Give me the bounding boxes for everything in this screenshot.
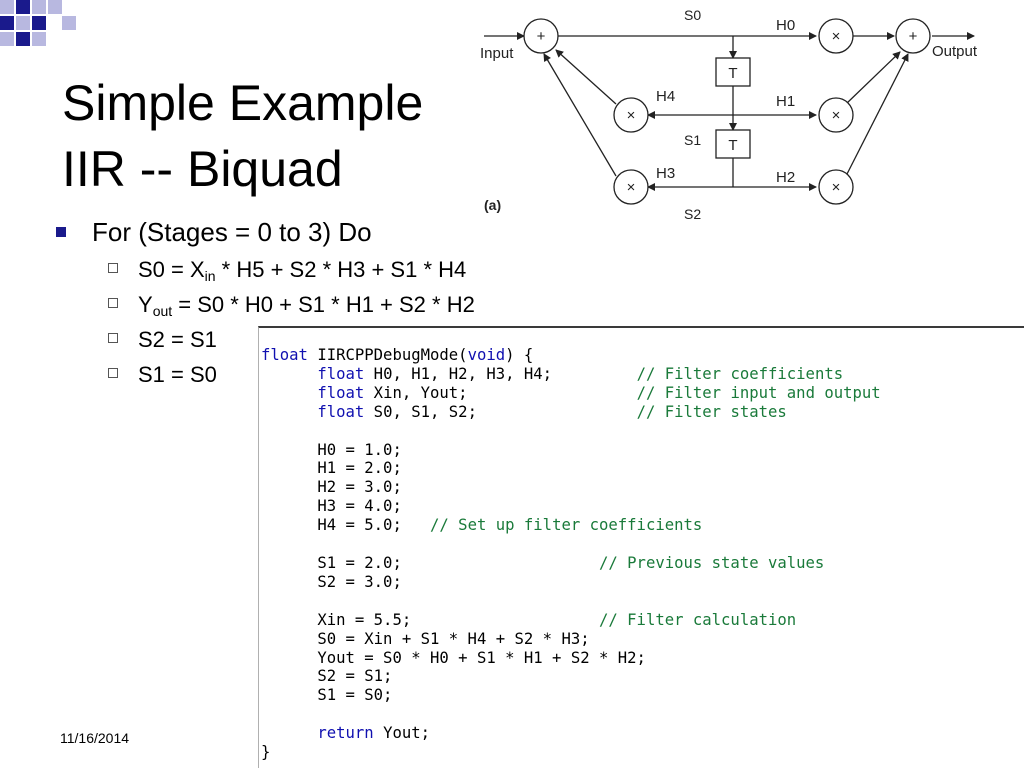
code-comment: // Filter coefficients xyxy=(636,364,844,383)
state-s1-label: S1 xyxy=(684,132,701,148)
coef-h0-label: H0 xyxy=(776,17,795,34)
adder-plus: + xyxy=(537,28,546,45)
delay-label: T xyxy=(728,137,737,154)
title-line-1: Simple Example xyxy=(62,75,424,131)
hollow-square-bullet-icon xyxy=(108,298,118,308)
bullet-list: For (Stages = 0 to 3) Do S0 = Xin * H5 +… xyxy=(56,214,475,392)
code-text: Xin, Yout; xyxy=(364,383,468,402)
multiply-sign: × xyxy=(627,179,636,196)
code-comment: // Set up filter coefficients xyxy=(430,516,703,535)
coef-h2-label: H2 xyxy=(776,169,795,186)
code-text: S1 = S0; xyxy=(317,686,393,705)
code-keyword: return xyxy=(317,724,374,743)
code-keyword: float xyxy=(261,346,308,364)
sub-bullet-text: Y xyxy=(138,292,153,317)
multiply-sign: × xyxy=(832,28,841,45)
code-text: S2 = S1; xyxy=(317,667,393,686)
adder-output-circle xyxy=(895,18,931,54)
sub-bullet: S0 = Xin * H5 + S2 * H3 + S1 * H4 xyxy=(56,252,475,287)
code-comment: // Filter calculation xyxy=(599,610,797,629)
title-line-2: IIR -- Biquad xyxy=(62,141,343,197)
sub-bullet: S2 = S1 xyxy=(56,322,475,357)
code-text: S0 = Xin + S1 * H4 + S2 * H3; xyxy=(317,629,590,648)
multiplier-h3 xyxy=(613,169,649,205)
code-keyword: void xyxy=(467,346,506,364)
multiply-sign: × xyxy=(832,179,841,196)
code-text: Yout; xyxy=(373,724,431,743)
slide-title: Simple Example IIR -- Biquad xyxy=(62,70,423,202)
sub-bullet: S1 = S0 xyxy=(56,357,475,392)
output-label: Output xyxy=(932,43,978,60)
code-text: Yout = S0 * H0 + S1 * H1 + S2 * H2; xyxy=(317,648,646,667)
biquad-block-diagram: + + × × × × × T T Input Output H0 H1 H2 … xyxy=(480,7,978,222)
state-s2-label: S2 xyxy=(684,206,701,222)
slide-logo-squares xyxy=(0,0,76,46)
code-text: } xyxy=(261,743,271,762)
hollow-square-bullet-icon xyxy=(108,263,118,273)
code-listing: float IIRCPPDebugMode(void) { float H0, … xyxy=(261,346,881,762)
code-text: H0 = 1.0; xyxy=(317,440,402,459)
multiply-sign: × xyxy=(627,107,636,124)
multiplier-h0 xyxy=(818,18,854,54)
coef-h1-label: H1 xyxy=(776,93,795,110)
multiply-sign: × xyxy=(832,107,841,124)
code-text: S2 = 3.0; xyxy=(317,572,402,591)
hollow-square-bullet-icon xyxy=(108,368,118,378)
adder-plus: + xyxy=(909,28,918,45)
diagram-caption: (a) xyxy=(484,197,501,213)
code-comment: // Filter states xyxy=(636,402,787,421)
code-comment: // Previous state values xyxy=(599,553,825,572)
code-comment: // Filter input and output xyxy=(636,383,881,402)
bullet-main: For (Stages = 0 to 3) Do xyxy=(56,214,475,250)
code-text: S0, S1, S2; xyxy=(364,402,477,421)
sub-bullet: Yout = S0 * H0 + S1 * H1 + S2 * H2 xyxy=(56,287,475,322)
sub-bullet-text: S1 = S0 xyxy=(138,362,217,387)
subscript: out xyxy=(152,303,173,319)
multiplier-h2 xyxy=(818,169,854,205)
adder-input-circle xyxy=(523,18,559,54)
sub-bullet-text: * H5 + S2 * H3 + S1 * H4 xyxy=(215,257,467,282)
bullet-main-text: For (Stages = 0 to 3) Do xyxy=(92,217,372,247)
code-keyword: float xyxy=(317,383,365,402)
coef-h3-label: H3 xyxy=(656,165,675,182)
state-s0-label: S0 xyxy=(684,7,701,23)
delay-label: T xyxy=(728,65,737,82)
code-text: H3 = 4.0; xyxy=(317,497,402,516)
code-text: H0, H1, H2, H3, H4; xyxy=(364,364,553,383)
hollow-square-bullet-icon xyxy=(108,333,118,343)
code-text: H4 = 5.0; xyxy=(317,516,402,535)
code-text: IIRCPPDebugMode( xyxy=(307,346,468,364)
delay-block-2 xyxy=(715,129,751,159)
code-text: S1 = 2.0; xyxy=(317,553,402,572)
input-label: Input xyxy=(480,45,514,62)
code-text: ) { xyxy=(505,346,534,364)
coef-h4-label: H4 xyxy=(656,88,675,105)
code-text: Xin = 5.5; xyxy=(317,610,412,629)
sub-bullet-text: S2 = S1 xyxy=(138,327,217,352)
code-listing-panel: float IIRCPPDebugMode(void) { float H0, … xyxy=(258,326,1024,768)
multiplier-h1 xyxy=(818,97,854,133)
sub-bullet-text: S0 = X xyxy=(138,257,205,282)
code-keyword: float xyxy=(317,402,365,421)
code-text: H2 = 3.0; xyxy=(317,478,402,497)
multiplier-h4 xyxy=(613,97,649,133)
subscript: in xyxy=(204,268,216,284)
code-keyword: float xyxy=(317,364,365,383)
delay-block-1 xyxy=(715,57,751,87)
slide-date: 11/16/2014 xyxy=(60,730,130,746)
square-bullet-icon xyxy=(56,227,66,237)
code-text: H1 = 2.0; xyxy=(317,459,402,478)
sub-bullet-text: = S0 * H0 + S1 * H1 + S2 * H2 xyxy=(172,292,475,317)
